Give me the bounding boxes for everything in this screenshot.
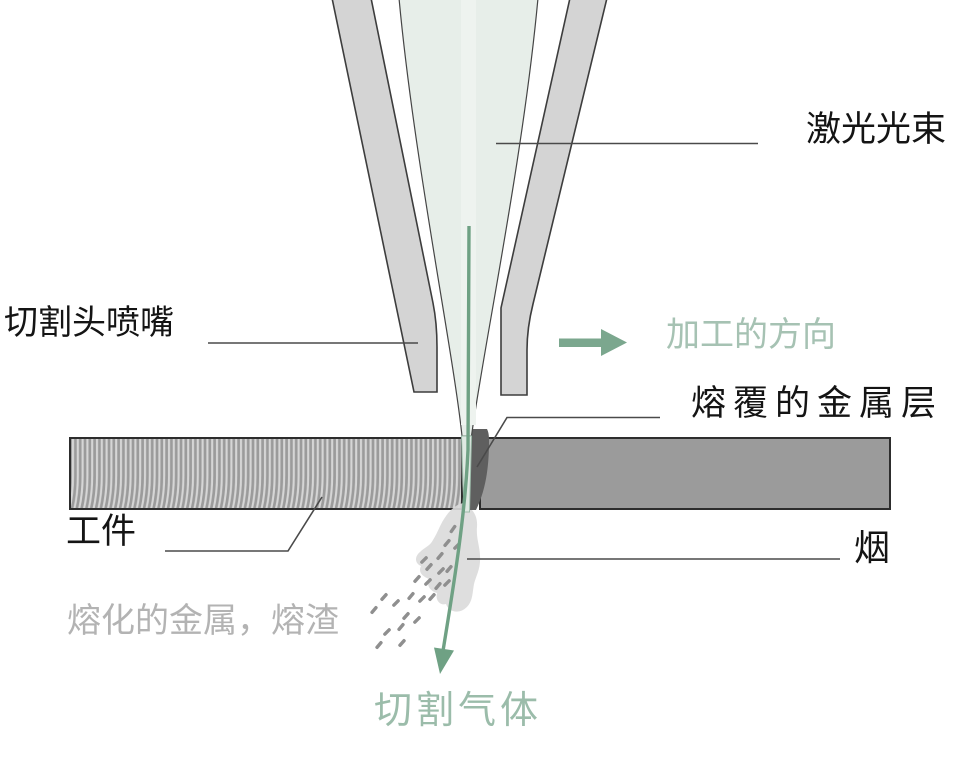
leader-line-workpiece (165, 496, 323, 552)
nozzle-right-wall (500, 0, 608, 396)
slag-particles (370, 524, 461, 650)
nozzle-label: 切割头喷嘴 (4, 305, 174, 342)
laser-beam-label: 激光光束 (806, 110, 947, 149)
direction-label: 加工的方向 (666, 317, 836, 354)
workpiece-label: 工件 (66, 512, 137, 551)
workpiece-cut-section (69, 437, 463, 510)
workpiece-uncut-section (479, 437, 891, 510)
cutting-gas-label: 切割气体 (374, 690, 543, 732)
down-arrow-icon (434, 647, 454, 674)
clad-layer-label: 熔覆的金属层 (691, 384, 944, 423)
nozzle-left-wall (331, 0, 438, 393)
smoke-plume (416, 503, 481, 612)
molten-metal-label: 熔化的金属，熔渣 (67, 603, 339, 640)
smoke-label: 烟 (854, 528, 891, 568)
leader-line-clad-layer (476, 416, 660, 468)
gas-flow-line (441, 225, 471, 652)
laser-beam-core-highlight (461, 0, 476, 425)
right-arrow-icon (559, 329, 627, 356)
